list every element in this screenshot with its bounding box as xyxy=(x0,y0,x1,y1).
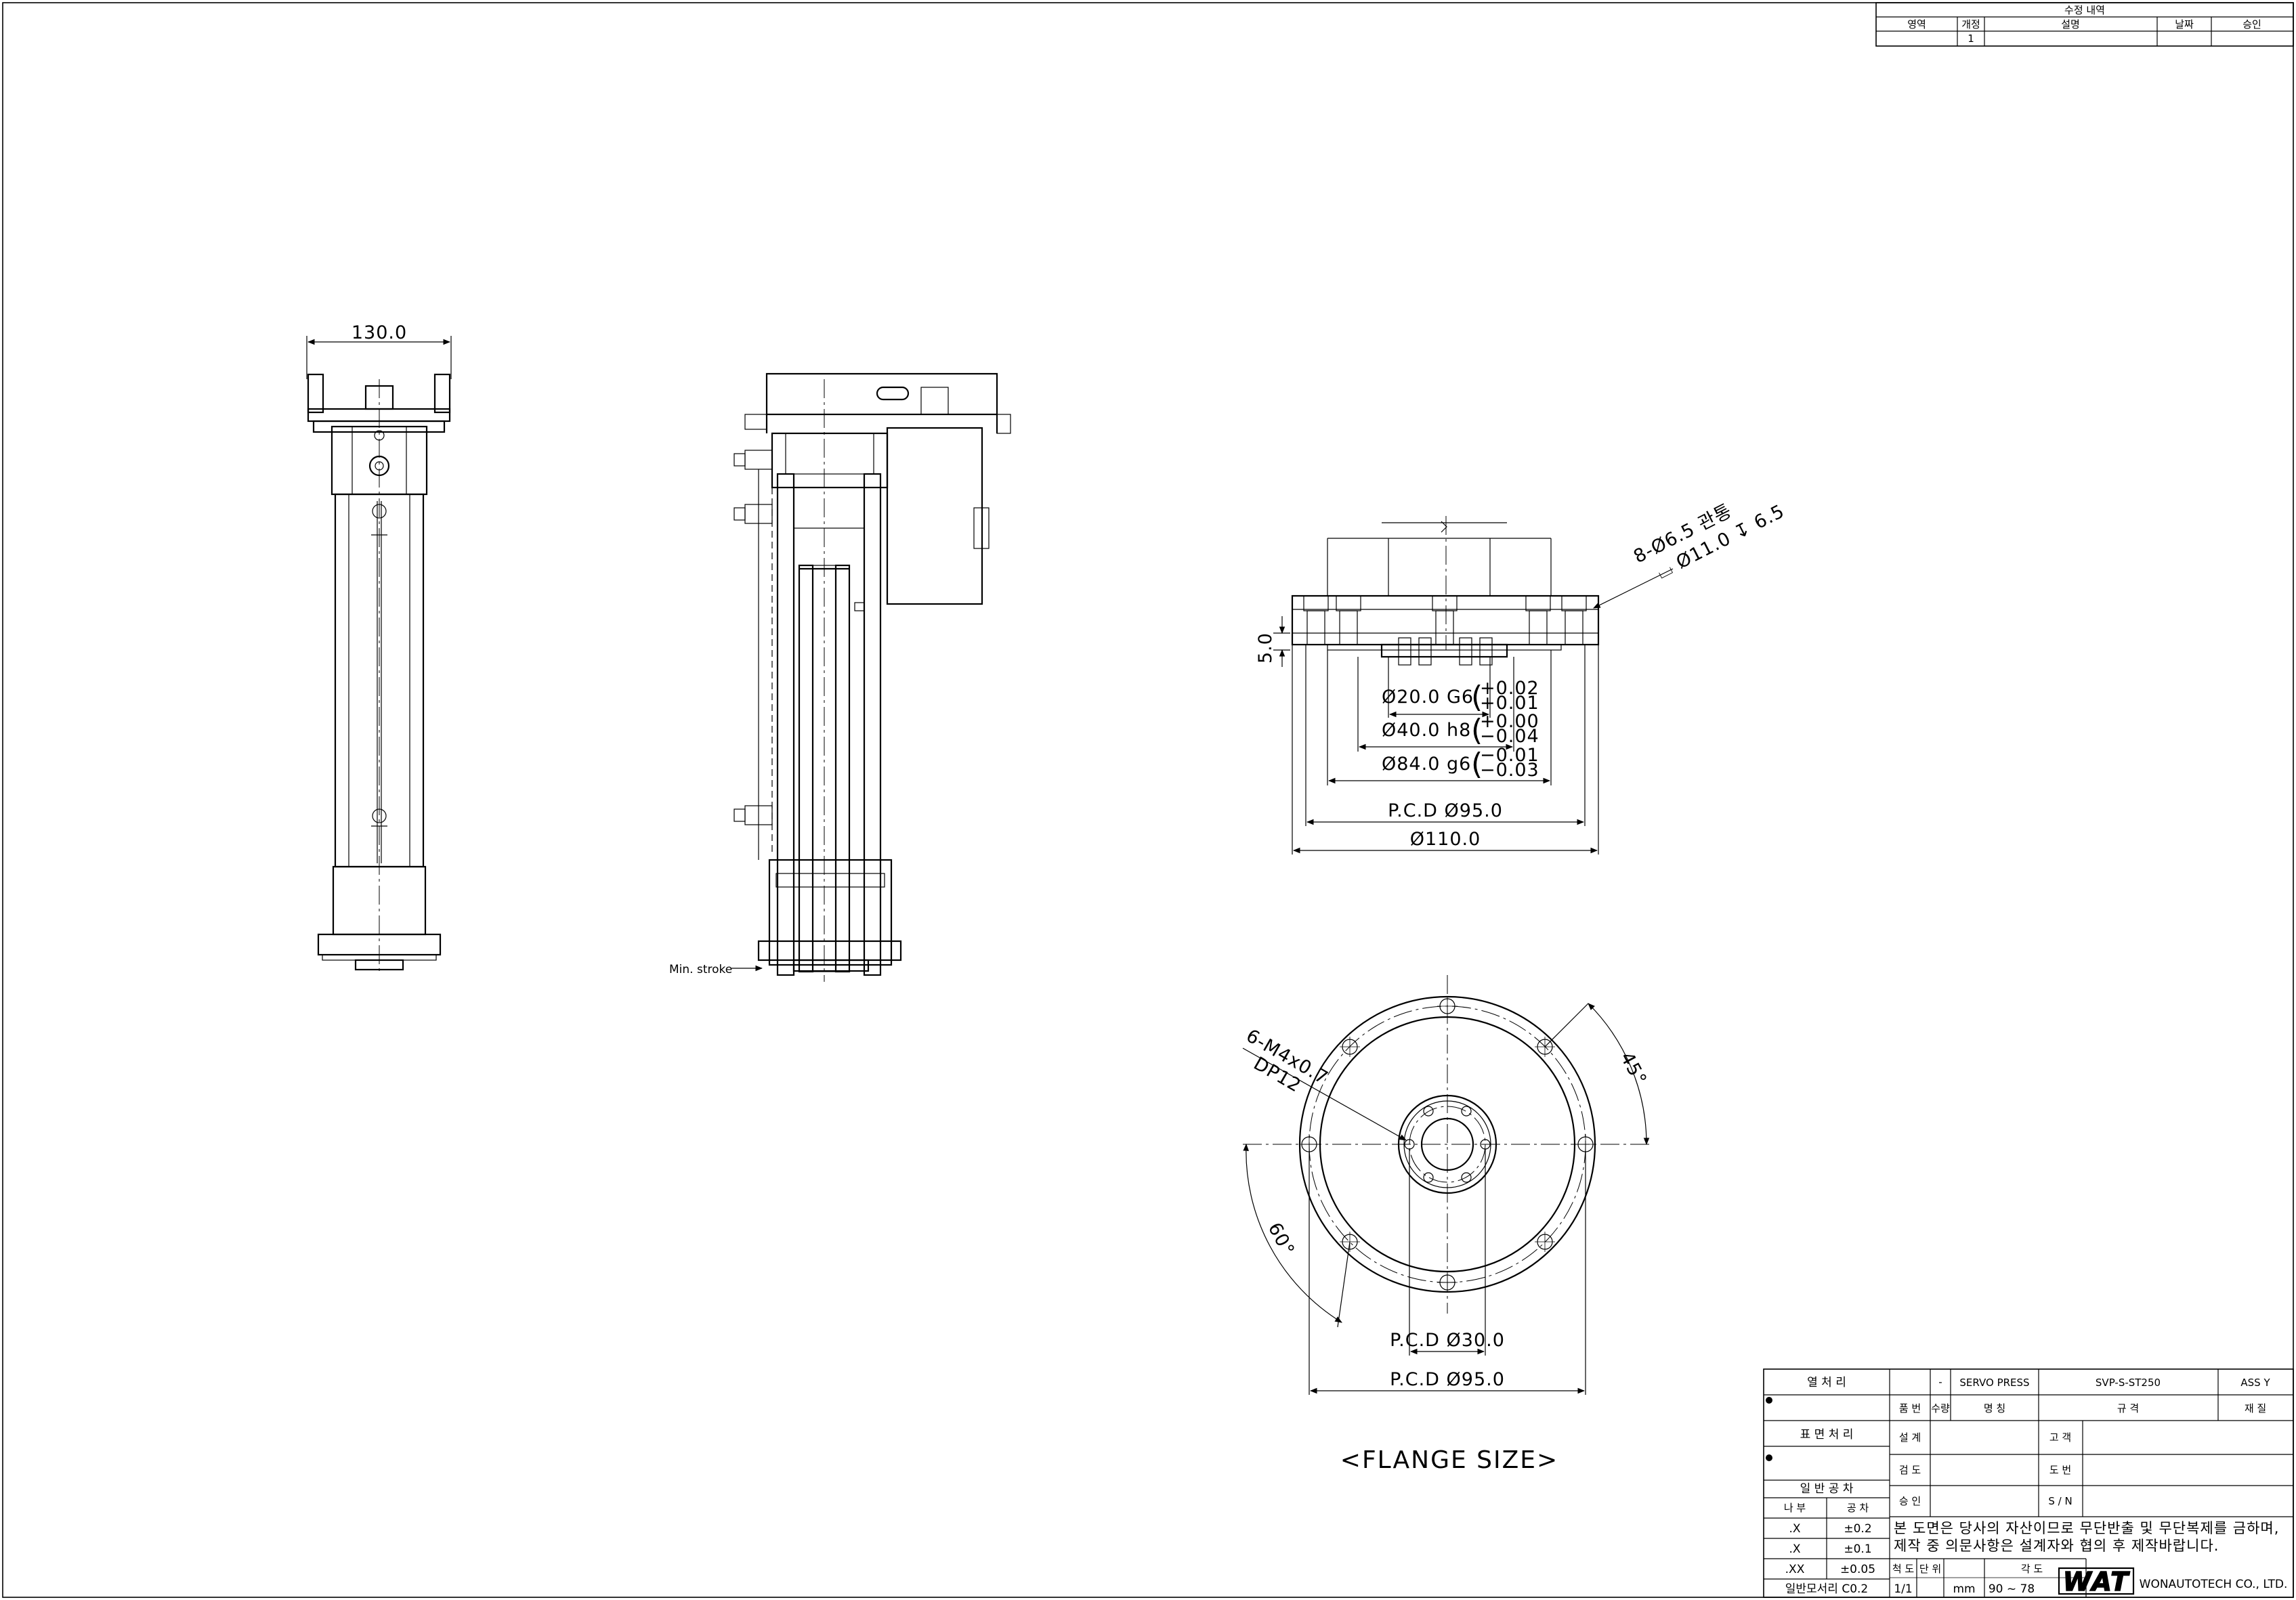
product-material: ASS Y xyxy=(2240,1377,2270,1389)
col-no: 품 번 xyxy=(1899,1402,1921,1414)
revision-header-rev: 개정 xyxy=(1961,18,1980,30)
scale-value: 1/1 xyxy=(1894,1582,1912,1596)
pcd-inner-dim: P.C.D Ø30.0 xyxy=(1390,1330,1505,1351)
fit3-paren: ( xyxy=(1471,747,1483,781)
pcd-side-dim: P.C.D Ø95.0 xyxy=(1388,800,1503,821)
revision-header-area: 영역 xyxy=(1907,18,1926,30)
od-side-dim: Ø110.0 xyxy=(1410,829,1481,850)
fit2-label: Ø40.0 h8 xyxy=(1382,720,1471,741)
title-block: 열 처 리 표 면 처 리 일 반 공 차 나 부 공 차 .X ±0.2 .X… xyxy=(1763,1368,2294,1598)
fit2-paren: ( xyxy=(1471,713,1483,748)
revision-header-desc: 설명 xyxy=(2061,18,2080,30)
flange-front-view: P.C.D Ø30.0 P.C.D Ø95.0 6-M4x0.7 DP12 45… xyxy=(1243,975,1653,1474)
fit3-lower: −0.03 xyxy=(1480,760,1539,781)
min-stroke-label: Min. stroke xyxy=(669,963,732,976)
revision-header-approve: 승인 xyxy=(2242,18,2261,30)
unit-value: mm xyxy=(1953,1582,1975,1596)
flange-side-view: 8-Ø6.5 관통 ⌴ Ø11.0 ↧ 6.5 5.0 Ø20.0 G6 ( +… xyxy=(1255,500,1788,855)
svg-text:WAT: WAT xyxy=(2063,1567,2130,1597)
fit3-upper: −0.01 xyxy=(1480,745,1539,766)
drawing-no-label: 도 번 xyxy=(2049,1464,2071,1476)
product-spec: SVP-S-ST250 xyxy=(2096,1377,2161,1389)
section-view: Min. stroke xyxy=(669,372,1011,982)
revision-row-rev: 1 xyxy=(1968,33,1974,45)
check-label: 검 도 xyxy=(1899,1464,1921,1476)
fit1-lower: +0.01 xyxy=(1480,693,1539,714)
copyright-notice: 본 도면은 당사의 자산이므로 무단반출 및 무단복제를 금하며, 제작 중 의… xyxy=(1894,1520,2280,1554)
pcd-outer-dim: P.C.D Ø95.0 xyxy=(1390,1369,1505,1390)
product-name: SERVO PRESS xyxy=(1959,1377,2029,1389)
general-tolerance-label: 일 반 공 차 xyxy=(1800,1482,1854,1496)
tol-header-place: 나 부 xyxy=(1784,1502,1806,1514)
sn-label: S / N xyxy=(2048,1495,2072,1507)
fit2-upper: +0.00 xyxy=(1480,711,1539,732)
fit1-label: Ø20.0 G6 xyxy=(1382,687,1474,708)
side-view: 130.0 xyxy=(306,322,452,975)
fit2-lower: −0.04 xyxy=(1480,726,1539,747)
angle-60-label: 60° xyxy=(1264,1219,1298,1259)
tol-header-value: 공 차 xyxy=(1847,1502,1869,1514)
heat-treatment-label: 열 처 리 xyxy=(1807,1376,1846,1389)
fit1-paren: ( xyxy=(1471,680,1483,714)
angle-value: 90 ~ 78 xyxy=(1989,1582,2035,1596)
angle-45-label: 45° xyxy=(1616,1049,1651,1089)
scale-label: 척 도 xyxy=(1892,1563,1915,1575)
wat-logo: WAT xyxy=(2058,1566,2135,1597)
company-name: WONAUTOTECH CO., LTD. xyxy=(2140,1578,2288,1591)
fit3-label: Ø84.0 g6 xyxy=(1382,754,1471,775)
angle-label: 각 도 xyxy=(2021,1563,2043,1575)
chamfer-note: 일반모서리 C0.2 xyxy=(1785,1582,1869,1596)
thickness-dim: 5.0 xyxy=(1255,632,1276,664)
tol-place-3: .XX xyxy=(1785,1563,1805,1576)
tol-place-1: .X xyxy=(1789,1522,1800,1536)
col-name: 명 칭 xyxy=(1984,1402,2005,1414)
surface-treatment-label: 표 면 처 리 xyxy=(1800,1428,1854,1442)
revision-header-date: 날짜 xyxy=(2175,18,2194,30)
tol-place-2: .X xyxy=(1789,1542,1800,1556)
unit-label: 단 위 xyxy=(1919,1563,1941,1575)
revision-block: 수정 내역 영역 개정 설명 날짜 승인 1 xyxy=(1875,2,2294,47)
tol-value-1: ±0.2 xyxy=(1844,1522,1871,1536)
tol-value-2: ±0.1 xyxy=(1844,1542,1871,1556)
flange-size-caption: <FLANGE SIZE> xyxy=(1340,1446,1558,1474)
col-qty: 수량 xyxy=(1931,1402,1950,1414)
fit1-upper: +0.02 xyxy=(1480,678,1539,699)
approve-label: 승 인 xyxy=(1899,1495,1921,1507)
dash-cell: - xyxy=(1938,1376,1942,1388)
side-width-dim: 130.0 xyxy=(352,322,407,343)
tol-value-3: ±0.05 xyxy=(1840,1563,1875,1576)
col-spec: 규 격 xyxy=(2117,1402,2139,1414)
customer-label: 고 객 xyxy=(2049,1431,2071,1444)
design-label: 설 계 xyxy=(1899,1431,1921,1444)
col-material: 재 질 xyxy=(2245,1402,2266,1414)
revision-title: 수정 내역 xyxy=(2064,4,2105,16)
